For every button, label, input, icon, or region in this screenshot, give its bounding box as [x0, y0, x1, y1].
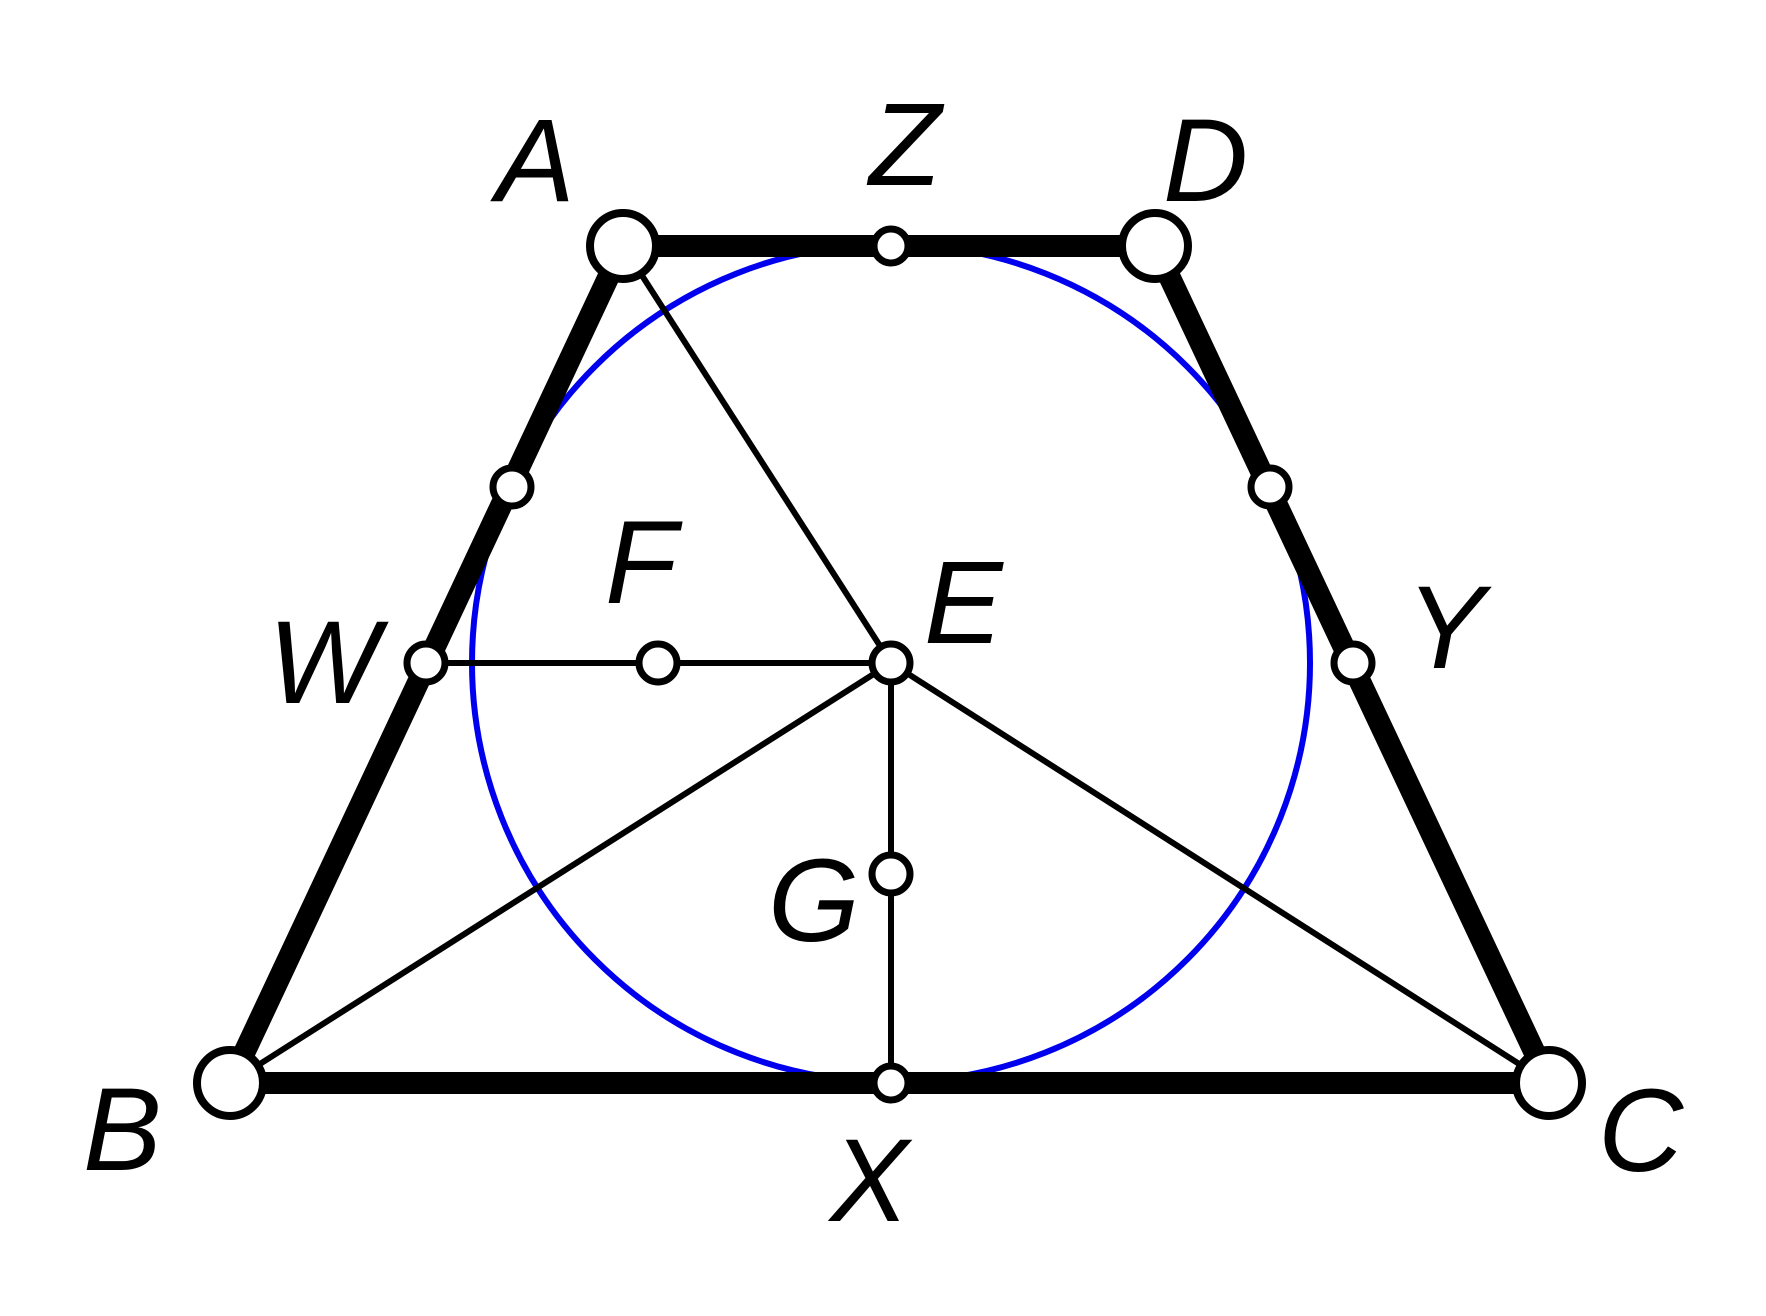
label-Y: Y	[1406, 562, 1492, 694]
point-C	[1512, 1046, 1586, 1120]
point-A	[586, 209, 660, 283]
label-C: C	[1598, 1065, 1684, 1197]
label-G: G	[768, 835, 860, 967]
point-E	[868, 640, 914, 686]
segment-AE	[620, 244, 894, 665]
point-B	[193, 1046, 267, 1120]
segment-BE	[228, 660, 893, 1086]
point-D	[1118, 209, 1192, 283]
label-F: F	[605, 497, 683, 629]
point-G	[868, 851, 914, 897]
point-upper-right-midpoint	[1247, 464, 1293, 510]
label-Z: Z	[866, 79, 945, 211]
label-B: B	[83, 1064, 162, 1196]
point-F	[635, 640, 681, 686]
point-Y	[1330, 640, 1376, 686]
label-W: W	[268, 597, 389, 729]
point-Z	[870, 225, 912, 267]
label-X: X	[827, 1115, 913, 1247]
point-W	[403, 640, 449, 686]
label-D: D	[1163, 95, 1248, 227]
point-X	[870, 1062, 912, 1104]
label-E: E	[924, 537, 1004, 669]
label-A: A	[490, 95, 575, 227]
segment-CE	[889, 660, 1551, 1086]
point-upper-left-midpoint	[489, 464, 535, 510]
